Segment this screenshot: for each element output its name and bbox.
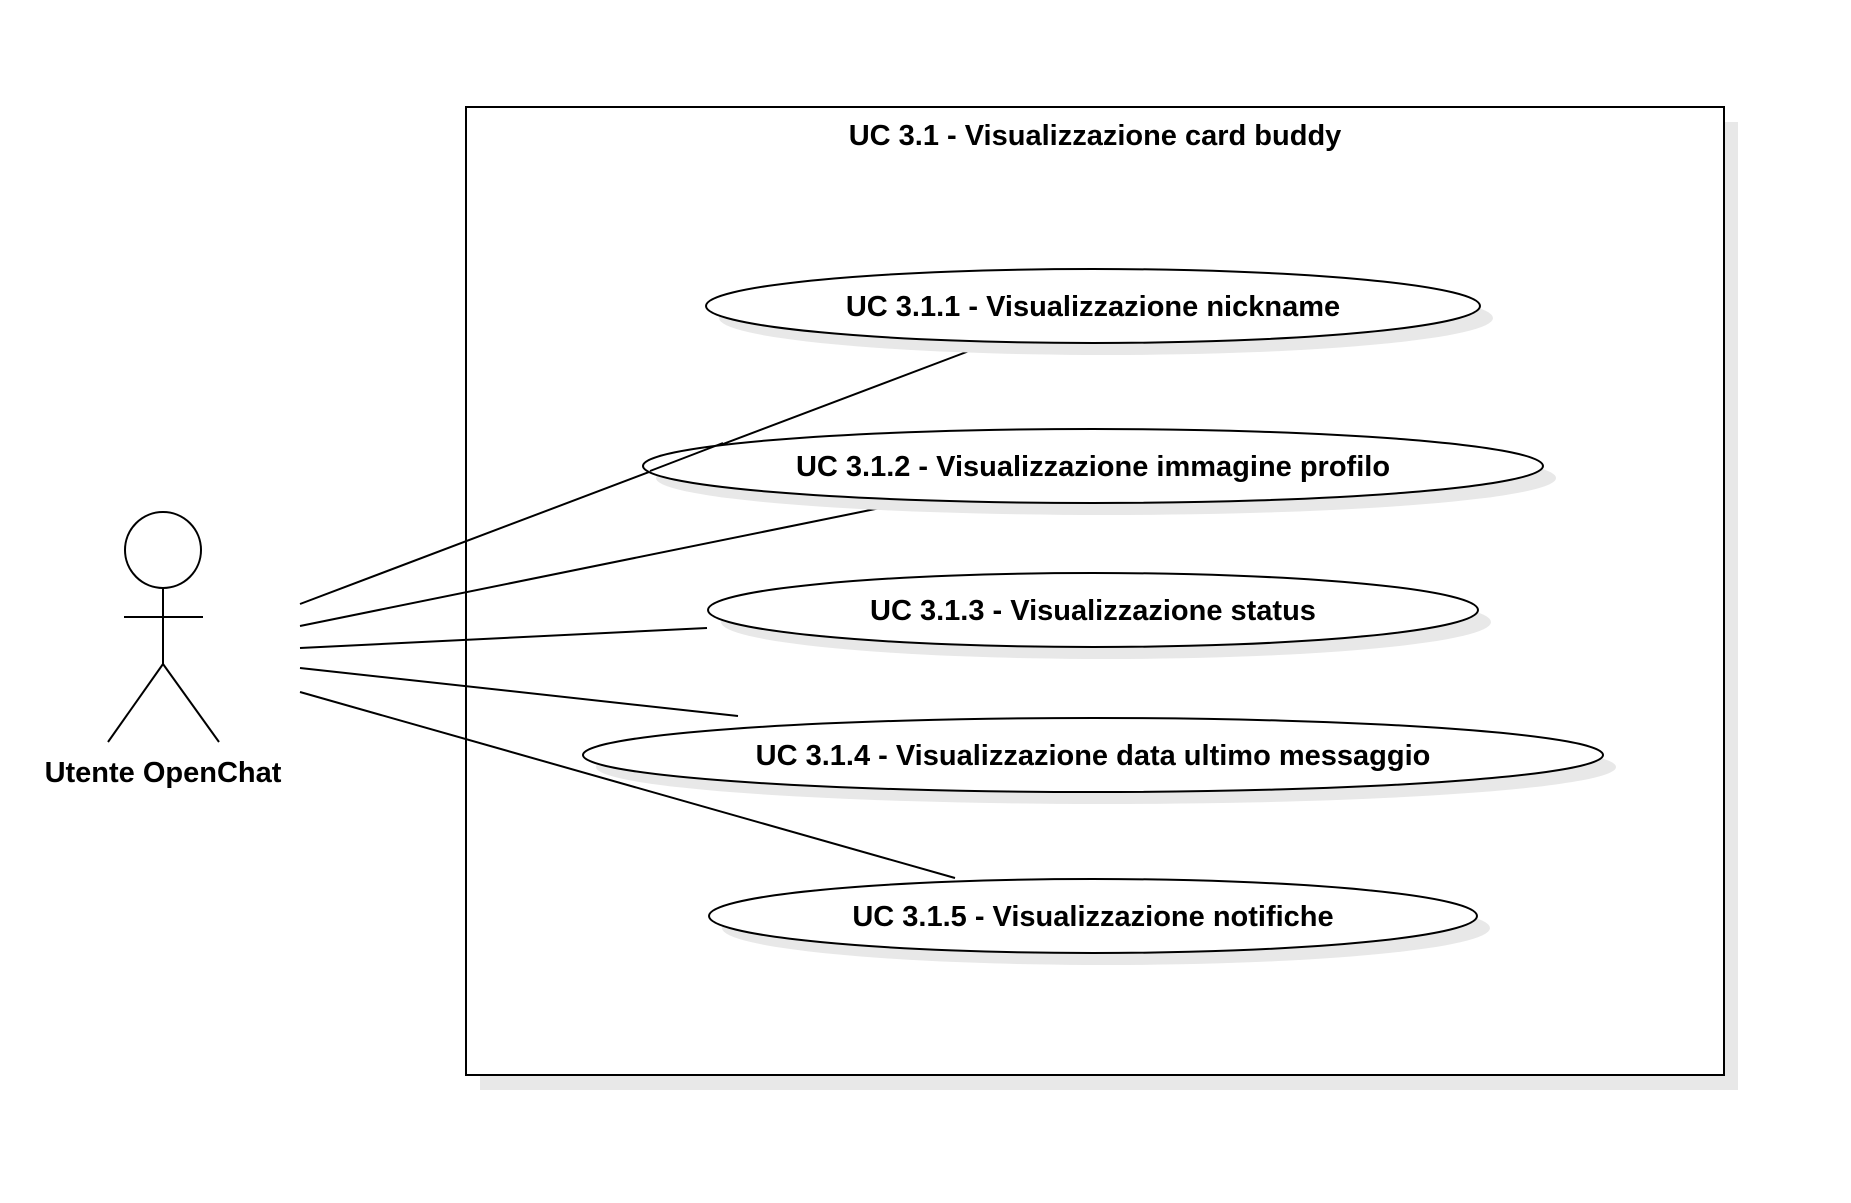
actor-head (124, 511, 202, 589)
use-case-3-1-1: UC 3.1.1 - Visualizzazione nickname (705, 268, 1493, 355)
actor (107, 511, 220, 743)
association-uc-3-1-1 (299, 344, 986, 605)
use-case-3-1-1-label: UC 3.1.1 - Visualizzazione nickname (846, 291, 1340, 323)
use-case-3-1-3-shape (707, 572, 1479, 648)
association-uc-3-1-4 (299, 667, 739, 717)
use-case-3-1-5-label: UC 3.1.5 - Visualizzazione notifiche (852, 901, 1333, 933)
use-case-3-1-3: UC 3.1.3 - Visualizzazione status (707, 572, 1491, 659)
association-uc-3-1-5 (299, 691, 956, 879)
association-uc-3-1-1-overlay (649, 442, 724, 472)
use-case-3-1-4-shape (582, 717, 1604, 793)
use-case-3-1-2-label: UC 3.1.2 - Visualizzazione immagine prof… (796, 451, 1390, 483)
association-uc-3-1-3 (299, 627, 708, 649)
use-case-3-1-2-shape (642, 428, 1544, 504)
actor-right-leg (162, 663, 220, 743)
associations (299, 344, 986, 879)
actor-name: Utente OpenChat (45, 757, 282, 789)
use-case-3-1-4-label: UC 3.1.4 - Visualizzazione data ultimo m… (756, 740, 1431, 772)
system-title: UC 3.1 - Visualizzazione card buddy (849, 120, 1342, 152)
use-case-3-1-4: UC 3.1.4 - Visualizzazione data ultimo m… (582, 717, 1616, 804)
use-case-3-1-3-label: UC 3.1.3 - Visualizzazione status (870, 595, 1316, 627)
use-case-3-1-1-shape (705, 268, 1481, 344)
use-case-3-1-5: UC 3.1.5 - Visualizzazione notifiche (708, 878, 1490, 965)
use-case-3-1-5-shape (708, 878, 1478, 954)
association-uc-3-1-2 (299, 504, 896, 627)
use-case-3-1-2: UC 3.1.2 - Visualizzazione immagine prof… (642, 428, 1556, 515)
actor-left-leg (107, 663, 164, 743)
